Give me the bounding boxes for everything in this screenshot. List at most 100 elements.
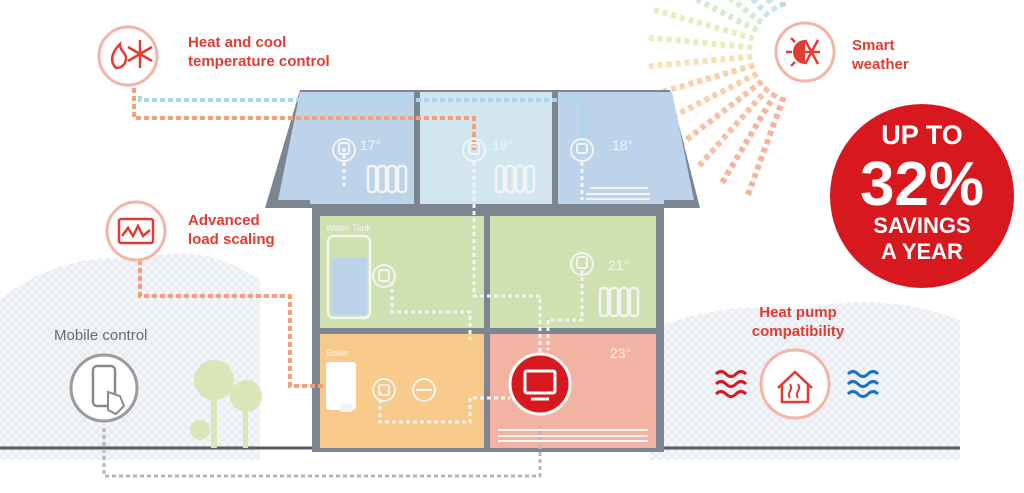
weather-ray-segment — [649, 38, 654, 39]
smart-weather-label: Smart weather — [852, 36, 909, 74]
weather-ray-segment — [760, 156, 762, 161]
temp-attic-right: 18° — [612, 137, 633, 153]
weather-ray-segment — [729, 58, 734, 59]
weather-ray-segment — [759, 6, 762, 10]
savings-line-3: SAVINGS — [873, 213, 970, 238]
weather-ray-segment — [768, 0, 771, 3]
weather-ray-segment — [745, 78, 750, 80]
weather-ray-segment — [737, 98, 741, 101]
main-controller-icon — [510, 354, 570, 414]
weather-ray-segment — [680, 85, 685, 86]
weather-ray-segment — [706, 78, 711, 79]
weather-ray-segment — [753, 0, 756, 3]
weather-ray-segment — [649, 66, 654, 67]
load-scaling-label-line2: load scaling — [188, 230, 275, 249]
weather-ray-segment — [685, 41, 690, 42]
weather-ray-segment — [717, 142, 720, 146]
weather-ray-segment — [715, 114, 719, 117]
temp-ground-right: 23° — [610, 345, 631, 361]
savings-percent: 32% — [860, 150, 984, 219]
weather-ray-segment — [730, 0, 734, 1]
weather-ray-segment — [723, 73, 728, 74]
weather-ray-segment — [757, 165, 759, 170]
weather-ray-segment — [782, 97, 784, 102]
weather-ray-segment — [697, 80, 702, 81]
weather-ray-segment — [689, 106, 694, 108]
weather-ray-segment — [694, 131, 698, 134]
weather-ray-segment — [699, 162, 702, 166]
weather-ray-segment — [654, 10, 659, 11]
weather-ray-segment — [747, 47, 752, 48]
weather-ray-segment — [671, 15, 676, 16]
boiler — [326, 362, 356, 412]
load-scaling-label: Advanced load scaling — [188, 211, 275, 249]
weather-ray-segment — [711, 60, 716, 61]
weather-ray-segment — [687, 136, 691, 139]
weather-ray-segment — [745, 140, 748, 144]
weather-ray-segment — [763, 148, 765, 153]
weather-ray-segment — [723, 109, 727, 112]
weather-ray-segment — [758, 81, 762, 84]
weather-ray-segment — [680, 17, 685, 18]
smart-weather-label-line1: Smart — [852, 36, 909, 55]
weather-ray-segment — [713, 94, 718, 96]
weather-ray-segment — [758, 20, 762, 23]
weather-ray-segment — [782, 2, 784, 7]
weather-ray-segment — [705, 98, 710, 100]
weather-ray-segment — [753, 74, 758, 76]
weather-ray-segment — [776, 114, 778, 119]
weather-ray-segment — [681, 110, 686, 112]
weather-ray-segment — [730, 103, 734, 106]
weather-ray-segment — [729, 128, 732, 132]
weather-ray-segment — [741, 115, 744, 119]
weather-ray-segment — [779, 106, 781, 111]
weather-ray-segment — [753, 101, 756, 105]
weather-ray-segment — [765, 88, 768, 92]
weather-ray-segment — [747, 57, 752, 58]
weather-ray-segment — [667, 64, 672, 65]
weather-ray-segment — [767, 139, 769, 144]
background-hill-left — [0, 253, 260, 460]
weather-ray-segment — [702, 61, 707, 62]
weather-ray-segment — [759, 95, 762, 99]
weather-ray-segment — [723, 30, 728, 31]
boiler-label: Boiler — [326, 348, 349, 358]
weather-ray-segment — [754, 173, 756, 178]
attic-room-middle — [420, 92, 552, 204]
mobile-control-icon — [71, 355, 137, 421]
weather-ray-segment — [748, 190, 750, 195]
weather-ray-segment — [731, 163, 734, 167]
temp-middle-right: 21° — [608, 257, 629, 273]
weather-ray-segment — [773, 93, 776, 97]
weather-ray-segment — [747, 108, 750, 112]
weather-ray-segment — [740, 68, 745, 69]
weather-ray-segment — [697, 102, 701, 104]
weather-ray-segment — [740, 35, 745, 36]
weather-ray-segment — [722, 178, 725, 182]
weather-ray-segment — [755, 124, 758, 128]
weather-ray-segment — [744, 9, 748, 12]
weather-ray-segment — [732, 32, 737, 33]
heat-pump-icon — [761, 350, 829, 418]
weather-ray-segment — [713, 8, 718, 10]
weather-ray-segment — [744, 92, 748, 95]
weather-ray-segment — [721, 90, 726, 92]
weather-ray-segment — [727, 171, 730, 175]
weather-ray-segment — [721, 12, 726, 14]
weather-ray-segment — [768, 101, 771, 105]
weather-ray-segment — [705, 4, 710, 6]
heat-cool-label: Heat and cool temperature control — [188, 33, 330, 71]
weather-ray-segment — [749, 65, 754, 66]
heat-cool-label-line1: Heat and cool — [188, 33, 330, 52]
weather-ray-segment — [750, 132, 753, 136]
savings-line-1: UP TO — [881, 120, 963, 150]
load-scaling-icon — [107, 202, 165, 260]
smart-weather-icon — [776, 23, 834, 81]
weather-ray-segment — [729, 16, 733, 18]
weather-ray-segment — [685, 62, 690, 63]
weather-ray-segment — [773, 123, 775, 128]
weather-ray-segment — [745, 24, 750, 26]
weather-ray-segment — [705, 155, 708, 159]
weather-ray-segment — [749, 37, 754, 38]
